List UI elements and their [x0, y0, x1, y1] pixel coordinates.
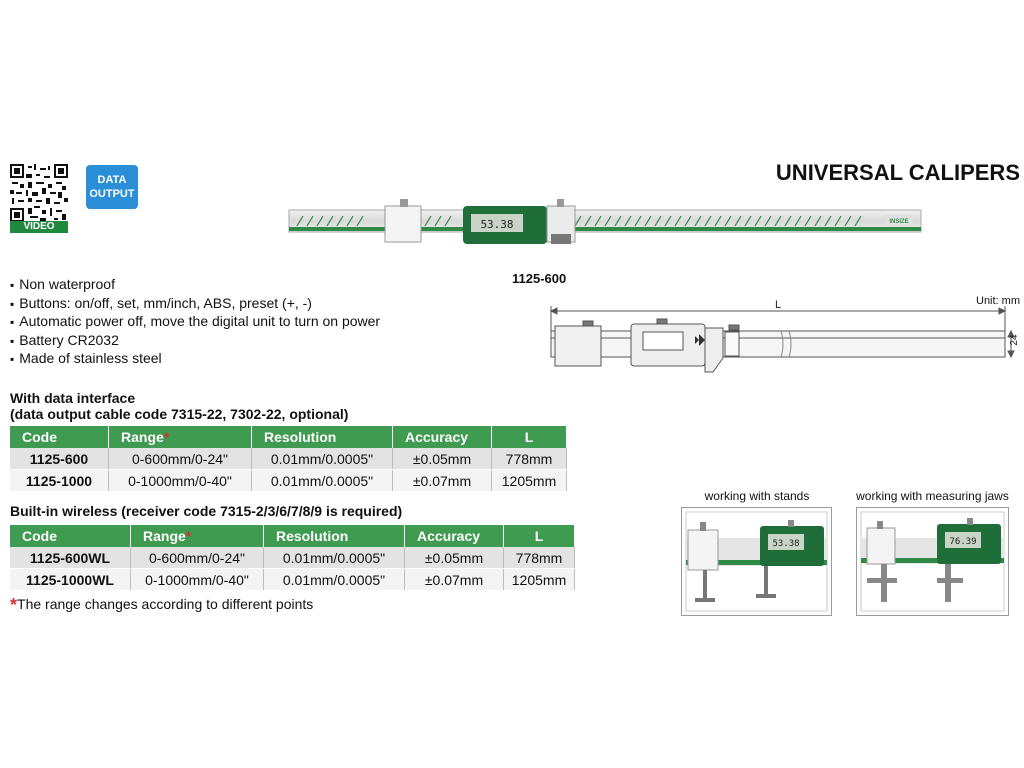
- range-asterisk: *: [163, 429, 170, 445]
- stands-display-reading: 53.38: [772, 539, 799, 549]
- cell-accuracy: ±0.05mm: [392, 448, 492, 470]
- data-interface-spec-table: Code Range* Resolution Accuracy L 1125-6…: [10, 426, 567, 492]
- cell-code: 1125-1000: [10, 469, 109, 492]
- brand-logo: INSIZE: [889, 219, 908, 225]
- cell-range: 0-1000mm/0-40": [130, 568, 264, 591]
- table-row: 1125-1000WL 0-1000mm/0-40" 0.01mm/0.0005…: [10, 568, 575, 591]
- col-header-resolution: Resolution: [263, 525, 405, 547]
- unit-note: Unit: mm: [976, 295, 1020, 307]
- footnote-asterisk: *: [10, 595, 18, 615]
- photo-working-with-jaws: 76.39: [856, 507, 1009, 616]
- photo-working-with-stands: 53.38: [681, 507, 832, 616]
- page-title: UNIVERSAL CALIPERS: [775, 160, 1020, 185]
- product-display-reading: 53.38: [480, 218, 513, 231]
- feature-item: Non waterproof: [10, 276, 380, 295]
- section-data-interface-title: With data interface (data output cable c…: [10, 390, 348, 422]
- product-model-label: 1125-600: [512, 271, 567, 286]
- cell-code: 1125-1000WL: [10, 568, 131, 591]
- cell-range: 0-1000mm/0-40": [108, 469, 252, 492]
- caliper-product-image: 53.38 INSIZE: [288, 199, 922, 244]
- cell-length: 778mm: [503, 547, 575, 569]
- col-header-range: Range*: [108, 426, 252, 448]
- cell-resolution: 0.01mm/0.0005": [263, 547, 405, 569]
- table-row: 1125-1000 0-1000mm/0-40" 0.01mm/0.0005" …: [10, 469, 567, 492]
- section-heading: With data interface: [10, 390, 136, 406]
- cell-length: 1205mm: [491, 469, 567, 492]
- col-header-range: Range*: [130, 525, 264, 547]
- wireless-spec-table: Code Range* Resolution Accuracy L 1125-6…: [10, 525, 575, 591]
- height-dimension-label: 24: [1009, 334, 1020, 346]
- cell-code: 1125-600WL: [10, 547, 131, 569]
- length-dimension-label: L: [775, 299, 781, 311]
- jaws-display-reading: 76.39: [949, 537, 976, 547]
- range-footnote: *The range changes according to differen…: [10, 595, 313, 616]
- cell-code: 1125-600: [10, 448, 109, 470]
- footnote-text: The range changes according to different…: [17, 596, 314, 612]
- data-output-badge: DATA OUTPUT: [86, 165, 138, 209]
- cell-resolution: 0.01mm/0.0005": [251, 448, 393, 470]
- jaws-caption: working with measuring jaws: [856, 489, 1009, 503]
- cell-range: 0-600mm/0-24": [108, 448, 252, 470]
- cell-resolution: 0.01mm/0.0005": [263, 568, 405, 591]
- cell-accuracy: ±0.05mm: [404, 547, 504, 569]
- col-header-resolution: Resolution: [251, 426, 393, 448]
- qr-code[interactable]: [10, 164, 68, 222]
- cell-accuracy: ±0.07mm: [404, 568, 504, 591]
- feature-item: Battery CR2032: [10, 332, 380, 351]
- range-asterisk: *: [185, 528, 192, 544]
- table-row: 1125-600 0-600mm/0-24" 0.01mm/0.0005" ±0…: [10, 448, 567, 470]
- col-header-accuracy: Accuracy: [392, 426, 492, 448]
- col-header-code: Code: [10, 426, 109, 448]
- cell-length: 778mm: [491, 448, 567, 470]
- col-header-length: L: [491, 426, 567, 448]
- feature-list: Non waterproof Buttons: on/off, set, mm/…: [10, 276, 380, 369]
- feature-item: Made of stainless steel: [10, 350, 380, 369]
- cell-accuracy: ±0.07mm: [392, 469, 492, 492]
- cell-resolution: 0.01mm/0.0005": [251, 469, 393, 492]
- feature-item: Automatic power off, move the digital un…: [10, 313, 380, 332]
- cell-range: 0-600mm/0-24": [130, 547, 264, 569]
- col-header-range-text: Range: [143, 528, 186, 544]
- col-header-accuracy: Accuracy: [404, 525, 504, 547]
- col-header-length: L: [503, 525, 575, 547]
- section-subheading: (data output cable code 7315-22, 7302-22…: [10, 406, 349, 422]
- cell-length: 1205mm: [503, 568, 575, 591]
- video-label: VIDEO: [10, 221, 68, 233]
- section-wireless-title: Built-in wireless (receiver code 7315-2/…: [10, 503, 403, 519]
- feature-item: Buttons: on/off, set, mm/inch, ABS, pres…: [10, 295, 380, 314]
- badge-line-2: OUTPUT: [89, 188, 135, 200]
- col-header-range-text: Range: [121, 429, 164, 445]
- table-row: 1125-600WL 0-600mm/0-24" 0.01mm/0.0005" …: [10, 547, 575, 569]
- dimension-drawing: L 24: [549, 299, 1020, 373]
- badge-line-1: DATA: [97, 174, 127, 186]
- col-header-code: Code: [10, 525, 131, 547]
- stands-caption: working with stands: [704, 489, 810, 503]
